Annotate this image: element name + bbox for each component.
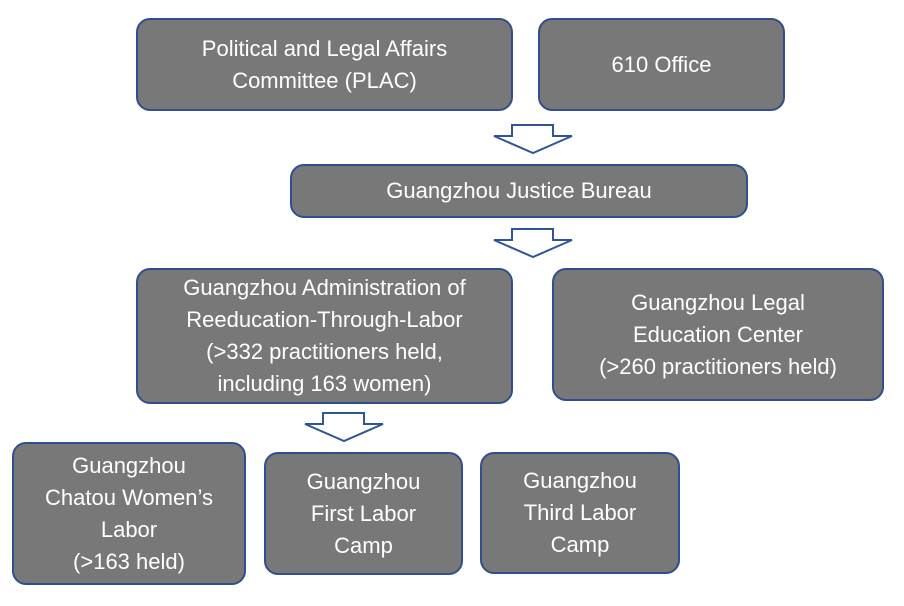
- first-labor-camp-line-2: First Labor: [310, 500, 417, 526]
- third-labor-camp-line-1: Guangzhou: [523, 468, 637, 493]
- down-arrow-3: [304, 412, 384, 443]
- third-labor-camp-line-2: Third Labor: [523, 500, 637, 525]
- justice-bureau-label: Guangzhou Justice Bureau: [386, 178, 652, 203]
- justice-bureau-box: Guangzhou Justice Bureau: [290, 164, 748, 218]
- chatou-womens-labor-line-4: (>163 held): [73, 548, 185, 574]
- first-labor-camp-box: Guangzhou First Labor Camp: [264, 452, 463, 575]
- rtl-administration-line-1: Guangzhou Administration of: [183, 275, 466, 300]
- chatou-womens-labor-line-3: Labor: [100, 516, 158, 542]
- chatou-womens-labor-line-1: Guangzhou: [72, 452, 186, 478]
- rtl-administration-box: Guangzhou Administration of Reeducation-…: [136, 268, 513, 404]
- third-labor-camp-box: Guangzhou Third Labor Camp: [480, 452, 680, 574]
- legal-education-center-line-2: Education Center: [632, 321, 803, 347]
- legal-education-center-line-3: (>260 practitioners held): [599, 353, 837, 379]
- office-610-label: 610 Office: [611, 51, 712, 77]
- legal-education-center-box: Guangzhou Legal Education Center (>260 p…: [552, 268, 884, 401]
- legal-education-center-line-1: Guangzhou Legal: [631, 289, 805, 315]
- first-labor-camp-line-3: Camp: [334, 532, 393, 558]
- first-labor-camp-line-1: Guangzhou: [306, 468, 421, 494]
- third-labor-camp-line-3: Camp: [550, 532, 610, 557]
- down-arrow-1: [493, 124, 573, 155]
- office-610-box: 610 Office: [538, 18, 785, 111]
- plac-label-line-2: Committee (PLAC): [232, 67, 417, 93]
- plac-box: Political and Legal Affairs Committee (P…: [136, 18, 513, 111]
- rtl-administration-line-3: (>332 practitioners held,: [206, 339, 443, 364]
- plac-label-line-1: Political and Legal Affairs: [201, 35, 448, 61]
- chatou-womens-labor-line-2: Chatou Women’s: [45, 484, 213, 510]
- down-arrow-2: [493, 228, 573, 259]
- chatou-womens-labor-box: Guangzhou Chatou Women’s Labor (>163 hel…: [12, 442, 246, 585]
- rtl-administration-line-2: Reeducation-Through-Labor: [186, 307, 463, 332]
- rtl-administration-line-4: including 163 women): [217, 371, 432, 396]
